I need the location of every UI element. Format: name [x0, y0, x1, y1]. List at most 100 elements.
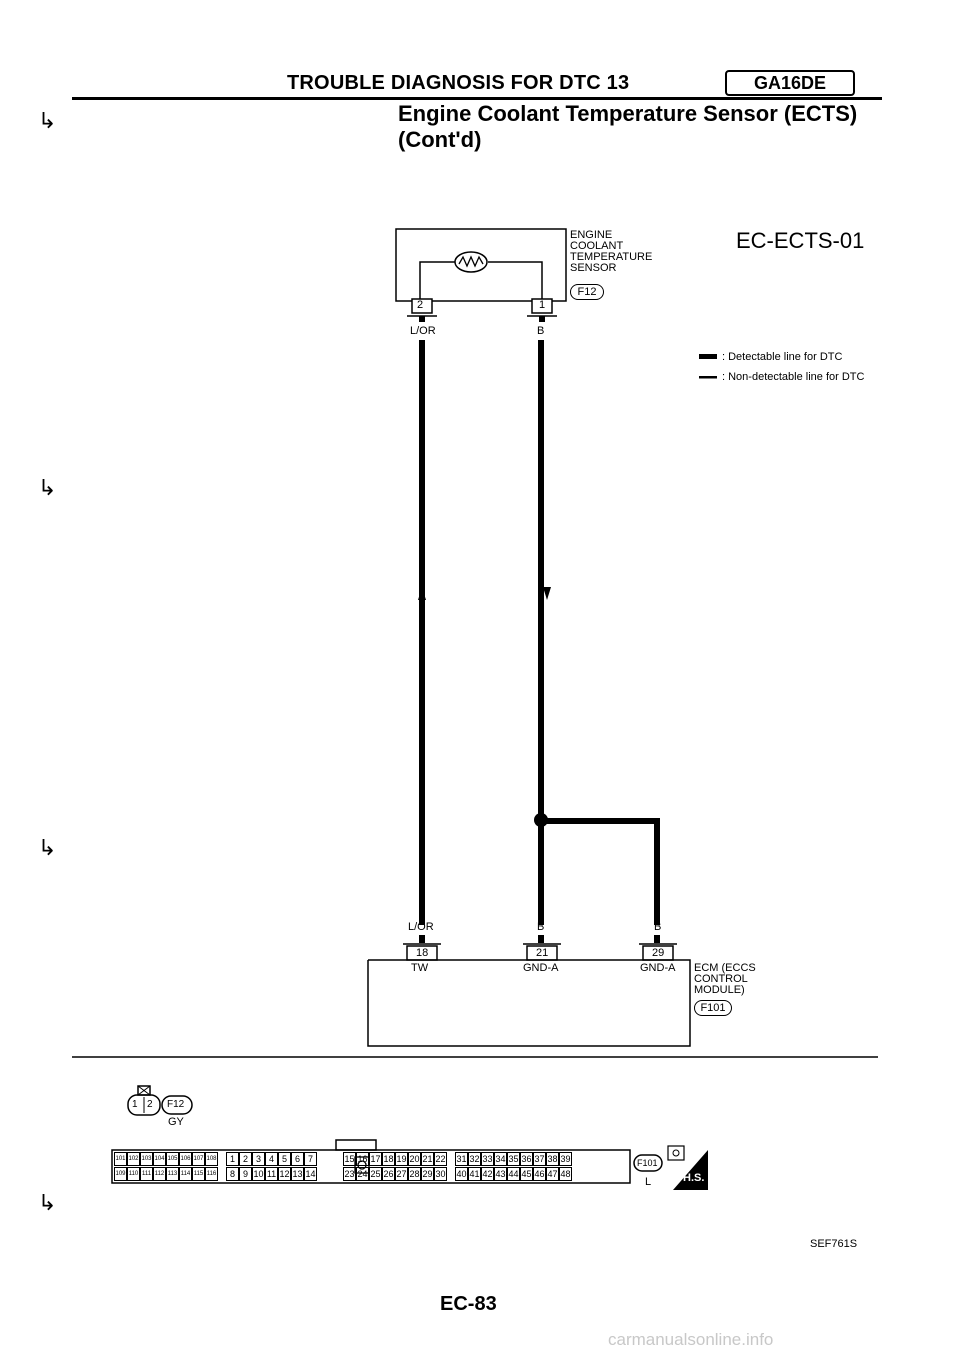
- ecm-face-pin: 103: [140, 1152, 153, 1166]
- thermistor-icon: [454, 251, 488, 273]
- hs-badge-label: H.S.: [683, 1172, 705, 1184]
- binding-mark: ↳: [38, 835, 57, 860]
- sensor-pin-2: 2: [417, 299, 424, 311]
- ecm-face-pin: 29: [421, 1167, 434, 1181]
- legend-non-detectable: : Non-detectable line for DTC: [722, 371, 865, 383]
- ecm-face-pin: 15: [343, 1152, 356, 1166]
- connector-view-icon: [667, 1145, 685, 1161]
- sensor-name: ENGINE COOLANT TEMPERATURE SENSOR: [570, 229, 653, 274]
- ecm-face-connector-id: F101: [637, 1158, 658, 1168]
- section-subtitle: Engine Coolant Temperature Sensor (ECTS): [398, 101, 858, 126]
- ecm-face-pin: 116: [205, 1167, 218, 1181]
- page-number: EC-83: [440, 1293, 497, 1315]
- face-pin-2: 2: [147, 1099, 153, 1110]
- ecm-face-pin: 105: [166, 1152, 179, 1166]
- ecm-face-pin: 108: [205, 1152, 218, 1166]
- ecm-face-pin: 23: [343, 1167, 356, 1181]
- binding-mark: ↳: [38, 108, 57, 133]
- ecm-wire-b-1: B: [537, 921, 545, 933]
- ecm-face-pin: 18: [382, 1152, 395, 1166]
- ecm-box: [367, 959, 691, 1047]
- ecm-face-pin: 44: [507, 1167, 520, 1181]
- sensor-pin-1-box: [531, 298, 553, 314]
- ecm-face-pin: 102: [127, 1152, 140, 1166]
- ecm-face-pin: 1: [226, 1152, 239, 1166]
- ecm-face-pin: 28: [408, 1167, 421, 1181]
- sensor-lead-right: [488, 261, 543, 301]
- ecm-face-pin: 22: [434, 1152, 447, 1166]
- face-pin-1: 1: [132, 1099, 138, 1110]
- ecm-face-pin: 27: [395, 1167, 408, 1181]
- ecm-face-pin: 13: [291, 1167, 304, 1181]
- ecm-face-pin: 43: [494, 1167, 507, 1181]
- ecm-wire-b-2: B: [654, 921, 662, 933]
- ecm-face-pin: 113: [166, 1167, 179, 1181]
- ecm-face-pin: 7: [304, 1152, 317, 1166]
- section-subtitle-cont: (Cont'd): [398, 127, 482, 152]
- ecm-face-pin: 3: [252, 1152, 265, 1166]
- ecm-face-pin: 101: [114, 1152, 127, 1166]
- ecm-face-pin: 48: [559, 1167, 572, 1181]
- sensor-connector-id-badge: [161, 1095, 193, 1115]
- ecm-face-pin: 115: [192, 1167, 205, 1181]
- ecm-pin-29: 29: [652, 947, 665, 959]
- ecm-connector-id-badge: [633, 1154, 663, 1172]
- ecm-face-pin: 9: [239, 1167, 252, 1181]
- ecm-face-pin: 21: [421, 1152, 434, 1166]
- ecm-face-pin: 19: [395, 1152, 408, 1166]
- ecm-terminal-gnd-a-2: GND-A: [640, 962, 676, 974]
- legend-thick-swatch: [699, 354, 717, 359]
- ecm-terminal-tw: TW: [411, 962, 429, 974]
- ecm-face-pin: 30: [434, 1167, 447, 1181]
- ecm-face-pin: 104: [153, 1152, 166, 1166]
- sensor-pin-2-box: [411, 298, 433, 314]
- ecm-face-pin: 26: [382, 1167, 395, 1181]
- ecm-face-pin: 32: [468, 1152, 481, 1166]
- face-connector-color: GY: [168, 1116, 184, 1128]
- ecm-face-pin: 112: [153, 1167, 166, 1181]
- hs-badge-icon: [673, 1150, 708, 1190]
- ecm-face-pin: 37: [533, 1152, 546, 1166]
- ecm-face-pin: 110: [127, 1167, 140, 1181]
- ecm-pin-18: 18: [416, 947, 429, 959]
- ecm-face-pin: 12: [278, 1167, 291, 1181]
- ecm-face-pin: 46: [533, 1167, 546, 1181]
- diagram-id: EC-ECTS-01: [736, 228, 865, 253]
- ecm-face-pin: 41: [468, 1167, 481, 1181]
- ecm-wire-lor: L/OR: [408, 921, 434, 933]
- ecm-face-pin: 17: [369, 1152, 382, 1166]
- wire-b: [538, 340, 544, 925]
- ecm-face-pin: 47: [546, 1167, 559, 1181]
- ecm-face-pin: 114: [179, 1167, 192, 1181]
- arrow-up-icon: [418, 587, 426, 600]
- sensor-connector-id: F12: [570, 284, 604, 300]
- sensor-lead-left: [419, 261, 455, 301]
- ecm-face-pin: 111: [140, 1167, 153, 1181]
- ecm-face-pin: 33: [481, 1152, 494, 1166]
- ecm-face-connector-color: L: [645, 1176, 652, 1188]
- ecm-face-pin: 25: [369, 1167, 382, 1181]
- binding-mark: ↳: [38, 475, 57, 500]
- wire-color-lor: L/OR: [410, 325, 436, 337]
- ecm-face-pin: 39: [559, 1152, 572, 1166]
- ecm-face-pin: 6: [291, 1152, 304, 1166]
- ecm-terminal-gnd-a-1: GND-A: [523, 962, 559, 974]
- sensor-pin-1: 1: [539, 299, 546, 311]
- engine-badge: GA16DE: [725, 70, 855, 96]
- ecm-face-pin: 5: [278, 1152, 291, 1166]
- ecm-face-pin: 31: [455, 1152, 468, 1166]
- ecm-face-pin: 38: [546, 1152, 559, 1166]
- page-title: TROUBLE DIAGNOSIS FOR DTC 13: [287, 72, 630, 94]
- ecm-face-pin: 20: [408, 1152, 421, 1166]
- ecm-face-pin: 2: [239, 1152, 252, 1166]
- ecm-face-pin: 40: [455, 1167, 468, 1181]
- ecm-pin-21: 21: [536, 947, 549, 959]
- ecm-face-pin: 4: [265, 1152, 278, 1166]
- face-connector-id: F12: [167, 1099, 185, 1110]
- ecm-face-pin: 36: [520, 1152, 533, 1166]
- ecm-face-pin: 10: [252, 1167, 265, 1181]
- sensor-box: [395, 228, 567, 302]
- ecm-face-pin: 16: [356, 1152, 369, 1166]
